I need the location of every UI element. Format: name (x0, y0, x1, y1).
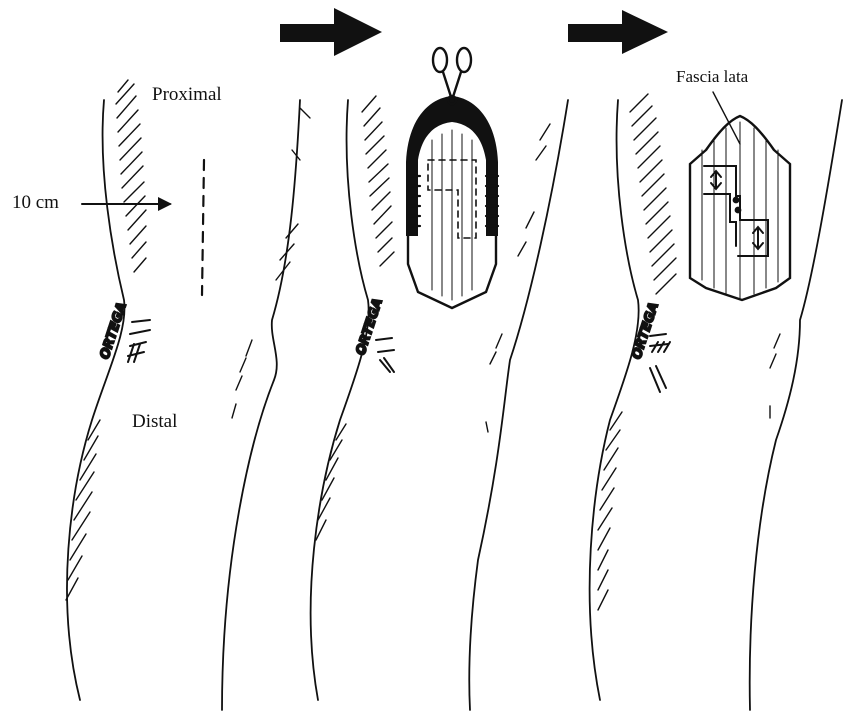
leg-3-medial-contour (590, 100, 639, 700)
leg-2-hatching-upper (362, 96, 394, 266)
skin-marking-1: ORTEGA (98, 301, 130, 362)
scissors-icon (433, 48, 471, 104)
leg-1-medial-contour (67, 100, 125, 700)
measure-label: 10 cm (12, 192, 59, 214)
leg-3-hatching-lower (598, 412, 622, 610)
leg-1-hatching-lower (66, 420, 100, 600)
proximal-label: Proximal (152, 84, 222, 106)
leg-2-hatching-lateral (232, 108, 310, 418)
distal-label: Distal (132, 411, 177, 433)
leg-3-hatching-upper (630, 94, 676, 294)
fascia-lata-label: Fascia lata (676, 67, 748, 87)
leg-1-hatching-upper (116, 80, 146, 272)
leg-panel-3: ORTEGA (590, 92, 842, 710)
skin-marking-2: ORTEGA (354, 297, 386, 358)
fascia-graft-cut (406, 48, 498, 308)
leg-2-hatching-knee (376, 338, 394, 372)
leg-3-hatching-knee (650, 334, 670, 392)
leg-panel-1: ORTEGA (66, 80, 204, 700)
leg-panel-2: ORTEGA (222, 48, 568, 710)
leg-1-hatching-knee (128, 320, 150, 362)
incision-dashed-line (202, 160, 204, 295)
leg-3-right-hatching (770, 334, 780, 418)
leg-2-hatching-lower (316, 424, 346, 540)
step-arrow-2-icon (568, 10, 668, 54)
leg-2-medial-contour (311, 100, 369, 700)
step-arrow-1-icon (280, 8, 382, 56)
leg-2-lateral-contour (222, 100, 300, 710)
